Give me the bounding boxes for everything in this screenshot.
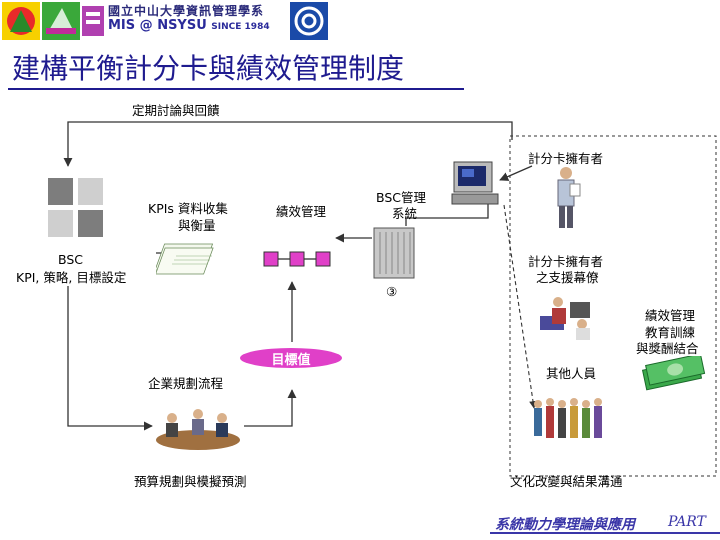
header-banner: 國立中山大學資訊管理學系 MIS @ NSYSU SINCE 1984 xyxy=(0,0,330,42)
department-line: MIS @ NSYSU SINCE 1984 xyxy=(108,18,270,33)
label-circle-3: ③ xyxy=(386,284,398,299)
label-kpi-strategy: KPI, 策略, 目標設定 xyxy=(16,270,127,285)
swirl-logo-icon xyxy=(290,2,328,40)
label-owner-support-line2: 之支援幕僚 xyxy=(536,270,599,285)
server-icon xyxy=(373,227,415,279)
book-logo-icon xyxy=(42,2,80,40)
label-budget-planning: 預算規劃與模擬預測 xyxy=(134,474,247,489)
process-chain-icon xyxy=(263,251,331,267)
university-name: 國立中山大學資訊管理學系 xyxy=(108,4,265,18)
meeting-icon xyxy=(156,409,240,450)
label-kpi-collect-line2: 與衡量 xyxy=(178,218,216,233)
label-owner-support-line1: 計分卡擁有者 xyxy=(528,254,604,269)
bsc-quadrant-icon xyxy=(48,178,103,237)
report-stack-icon xyxy=(156,243,214,275)
label-bsc-system-line1: BSC管理 xyxy=(376,190,427,205)
label-periodic-review: 定期討論與回饋 xyxy=(132,103,220,118)
footer-rule xyxy=(490,532,720,534)
logo-icon xyxy=(2,2,40,40)
page-title: 建構平衡計分卡與績效管理制度 xyxy=(12,52,405,85)
mis-emblem-icon xyxy=(82,2,104,40)
title-underline xyxy=(8,88,464,90)
footer-course-title: 系統動力學理論與應用 xyxy=(495,517,635,533)
staff-group-icon xyxy=(534,398,602,438)
label-enterprise-planning: 企業規劃流程 xyxy=(148,376,224,391)
label-performance-mgmt: 績效管理 xyxy=(276,204,327,219)
label-scorecard-owner: 計分卡擁有者 xyxy=(528,151,604,166)
label-bsc: BSC xyxy=(58,252,84,267)
label-perf-training-line2: 教育訓練 xyxy=(645,325,696,340)
computer-icon xyxy=(451,161,499,205)
label-target-value: 目標值 xyxy=(271,353,311,368)
money-reward-icon xyxy=(641,356,706,391)
label-other-staff: 其他人員 xyxy=(546,366,597,381)
mis-label: MIS @ NSYSU xyxy=(108,18,207,33)
footer-part: PART xyxy=(668,514,706,530)
label-kpi-collect-line1: KPIs 資料收集 xyxy=(148,201,228,216)
owner-person-icon xyxy=(557,167,581,228)
since-label: SINCE 1984 xyxy=(211,22,270,32)
target-value-badge xyxy=(240,348,342,368)
label-bsc-system-line2: 系統 xyxy=(392,206,418,221)
label-culture-change: 文化改變與結果溝通 xyxy=(510,474,623,489)
support-staff-icon xyxy=(540,297,590,340)
label-perf-training-line1: 績效管理 xyxy=(645,308,696,323)
label-perf-training-line3: 與獎酬結合 xyxy=(636,341,699,356)
